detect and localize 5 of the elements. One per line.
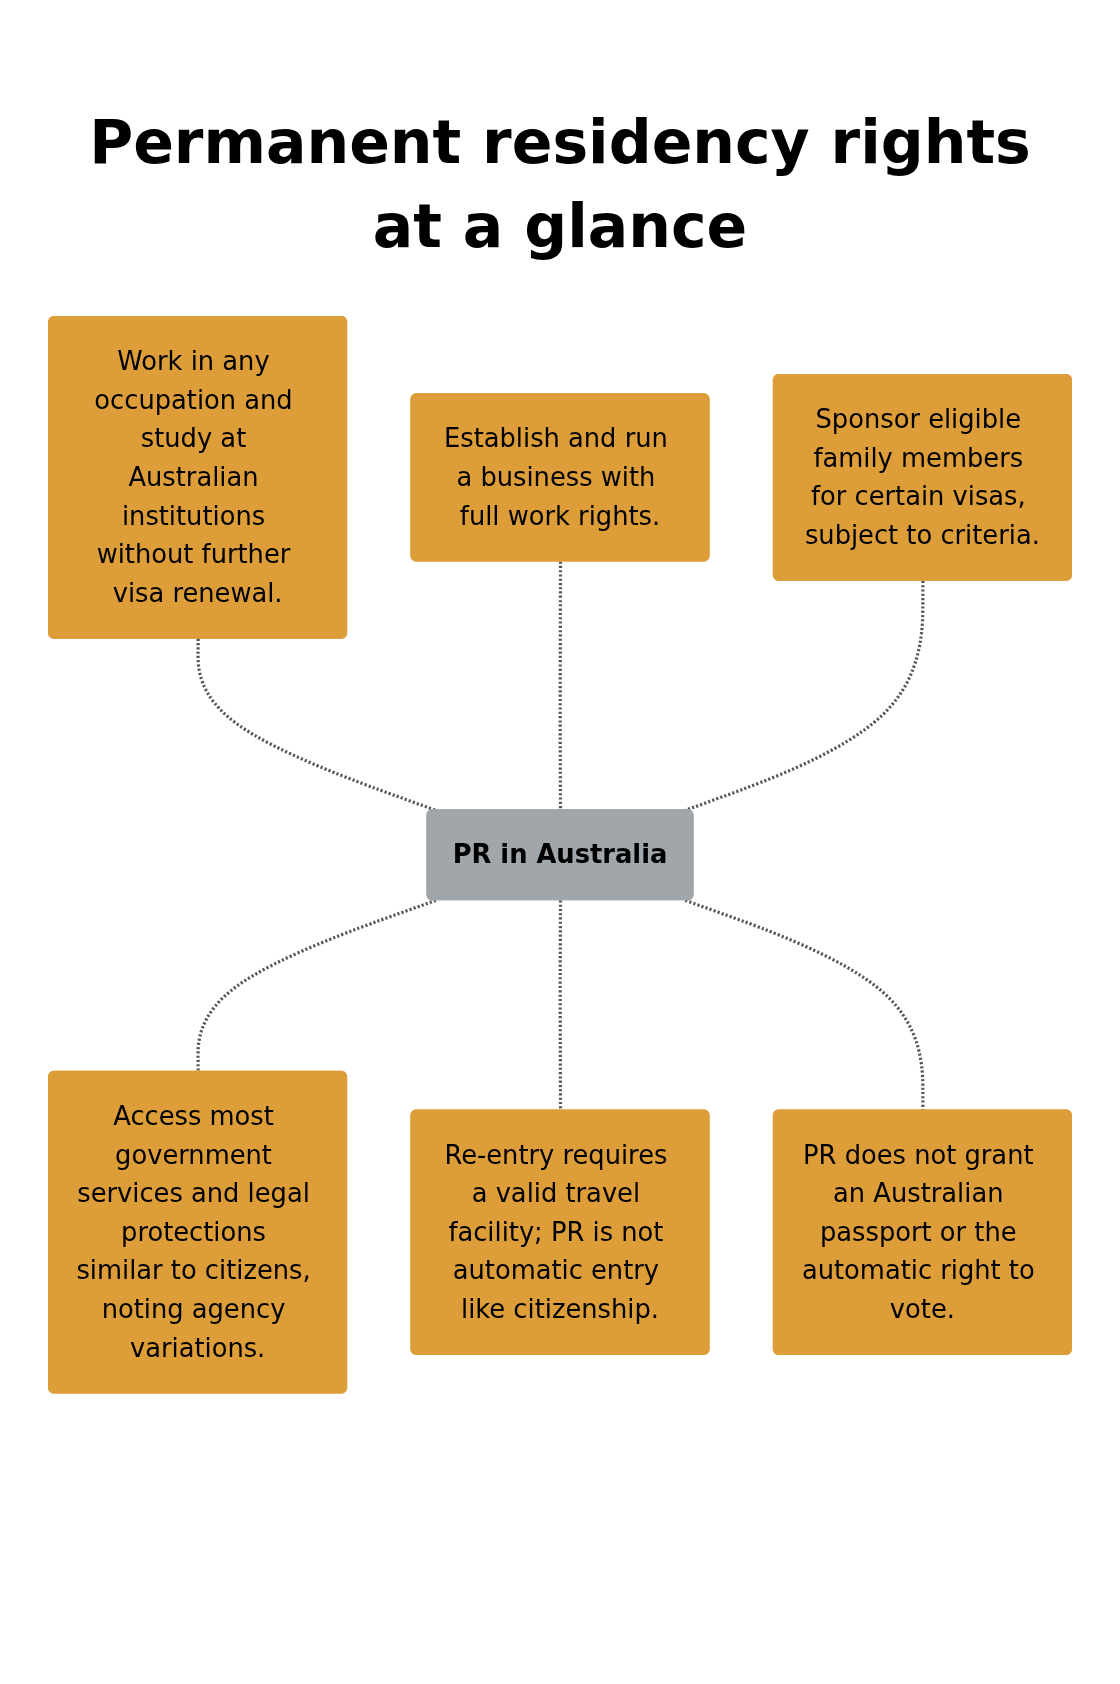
connector bbox=[558, 900, 563, 1111]
connector bbox=[558, 561, 563, 811]
connector bbox=[196, 638, 437, 812]
connector bbox=[196, 898, 437, 1072]
title: Permanent residency rights at a glance bbox=[88, 106, 1032, 263]
